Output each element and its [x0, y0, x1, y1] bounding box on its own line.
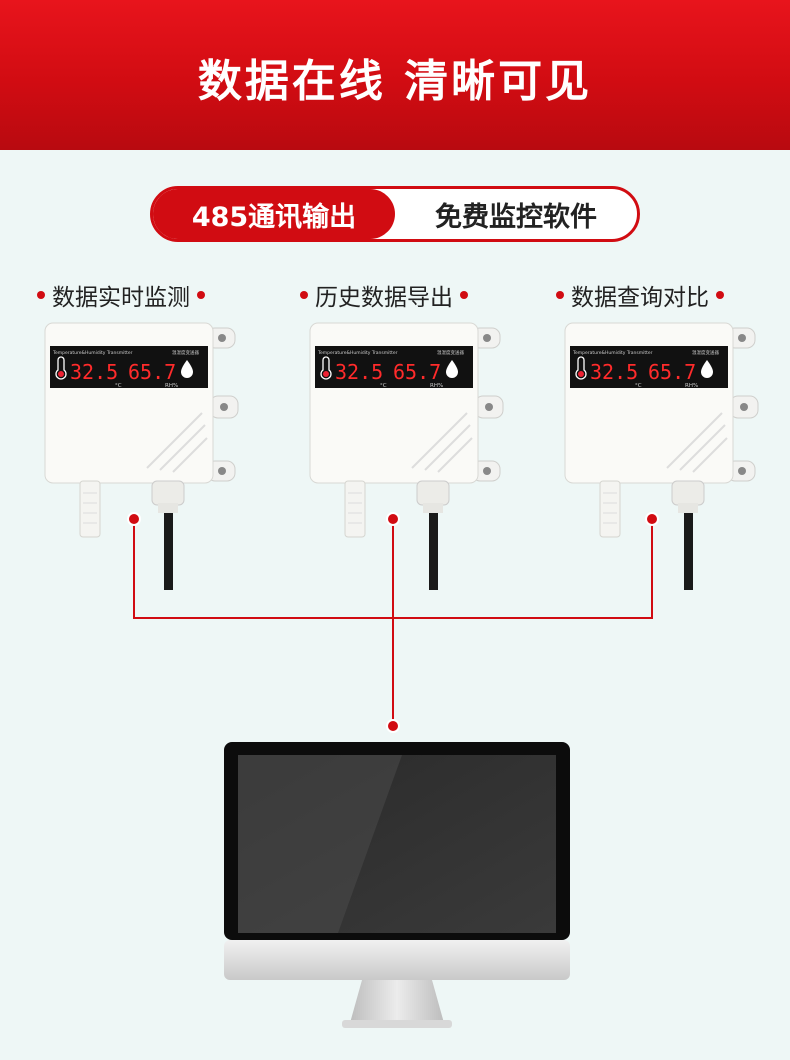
humidity-reading: 65.7 [128, 360, 176, 384]
header-banner: 数据在线 清晰可见 [0, 0, 790, 150]
humidity-reading: 65.7 [393, 360, 441, 384]
connector-dot [645, 512, 659, 526]
temperature-reading: 32.5 [70, 360, 118, 384]
feature-label: 历史数据导出 [315, 285, 453, 311]
transmitter-1: Temperature&Humidity Transmitter 温湿度变送器 … [42, 318, 242, 593]
device-label-cn: 温湿度变送器 [172, 349, 199, 356]
software-label: 免费监控软件 [435, 201, 597, 233]
feature-label: 数据实时监测 [52, 285, 190, 311]
temp-unit: °C [115, 383, 122, 389]
device-label-en: Temperature&Humidity Transmitter [572, 350, 653, 356]
bullet-dot [716, 291, 724, 299]
banner-title: 数据在线 清晰可见 [197, 56, 593, 107]
connector-dot [386, 512, 400, 526]
temp-unit: °C [635, 383, 642, 389]
bullet-dot [37, 291, 45, 299]
bullet-dot [300, 291, 308, 299]
output-pill: 485通讯输出 免费监控软件 [150, 186, 640, 242]
feature-history: 历史数据导出 [300, 278, 468, 312]
device-label-cn: 温湿度变送器 [437, 349, 464, 356]
feature-realtime: 数据实时监测 [37, 278, 205, 312]
droplet-icon [701, 360, 713, 378]
connector-dot [127, 512, 141, 526]
hum-unit: RH% [430, 383, 443, 389]
monitor [224, 742, 570, 1028]
humidity-reading: 65.7 [648, 360, 696, 384]
hum-unit: RH% [165, 383, 178, 389]
transmitter-3: Temperature&Humidity Transmitter 温湿度变送器 … [562, 318, 762, 593]
hum-unit: RH% [685, 383, 698, 389]
temperature-reading: 32.5 [335, 360, 383, 384]
bullet-dot [460, 291, 468, 299]
bullet-dot [197, 291, 205, 299]
output-label: 485通讯输出 [153, 189, 395, 239]
transmitter-2: Temperature&Humidity Transmitter 温湿度变送器 … [307, 318, 507, 593]
device-label-en: Temperature&Humidity Transmitter [52, 350, 133, 356]
temperature-reading: 32.5 [590, 360, 638, 384]
device-label-en: Temperature&Humidity Transmitter [317, 350, 398, 356]
feature-compare: 数据查询对比 [556, 278, 724, 312]
feature-label: 数据查询对比 [571, 285, 709, 311]
droplet-icon [181, 360, 193, 378]
droplet-icon [446, 360, 458, 378]
temp-unit: °C [380, 383, 387, 389]
connector-dot [386, 719, 400, 733]
device-label-cn: 温湿度变送器 [692, 349, 719, 356]
bullet-dot [556, 291, 564, 299]
